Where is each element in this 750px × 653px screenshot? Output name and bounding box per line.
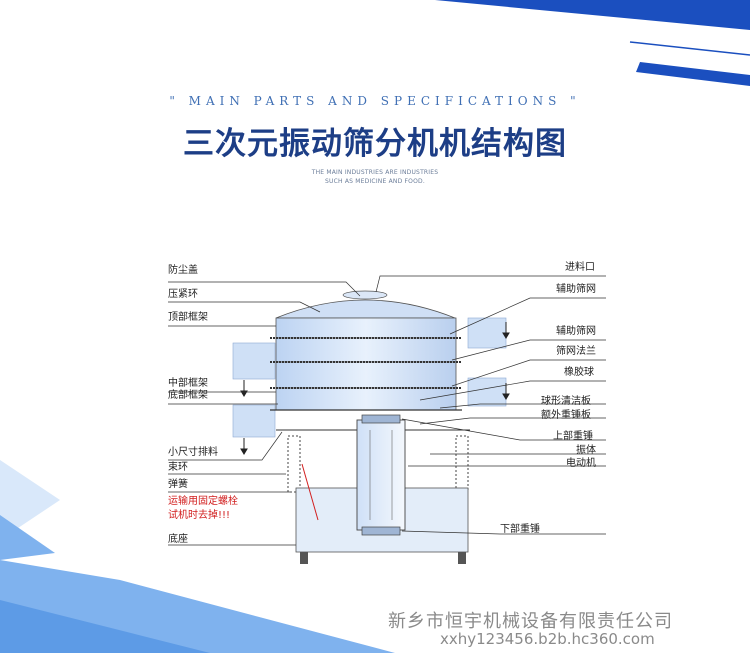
label-screen-flange: 筛网法兰 <box>556 346 596 357</box>
transport-bolt-line <box>301 463 319 521</box>
right-outlets <box>467 317 507 407</box>
inlet-neck <box>342 290 388 300</box>
label-small-outlet: 小尺寸排料 <box>168 447 218 458</box>
leader-small-outlet <box>168 431 283 461</box>
top-right-bar <box>636 62 750 86</box>
outlet-chute <box>467 317 507 349</box>
outlet-chute <box>232 342 276 380</box>
leader-dust-cover <box>168 281 361 297</box>
label-spring: 弹簧 <box>168 479 188 490</box>
label-ball-clean-plate: 球形清洁板 <box>541 396 591 407</box>
leader-screen-flange <box>451 359 606 387</box>
label-lower-weight: 下部重锤 <box>500 524 540 535</box>
leader-rubber-ball <box>419 380 606 401</box>
label-base: 底座 <box>168 534 188 545</box>
motor-body <box>356 419 406 531</box>
label-motor: 电动机 <box>566 458 596 469</box>
label-transport-bolt-2: 试机时去掉!!! <box>168 510 231 521</box>
spring-left <box>287 435 301 493</box>
bottom-left-pale-triangle <box>0 460 60 540</box>
dust-cover <box>275 299 456 319</box>
watermark-url: xxhy123456.b2b.hc360.com <box>440 630 655 648</box>
arrow-left-2-head <box>240 448 248 455</box>
lower-weight <box>361 526 401 536</box>
subtitle-line-1: THE MAIN INDUSTRIES ARE INDUSTRIES <box>311 169 439 176</box>
label-extra-weight-plate: 额外重锤板 <box>541 410 591 421</box>
leader-clamp-ring <box>168 301 321 313</box>
label-transport-bolt-1: 运输用固定螺栓 <box>168 496 238 507</box>
top-frame <box>275 317 457 339</box>
spring-right <box>455 435 469 493</box>
bottom-frame <box>275 387 457 411</box>
bottom-left-light-stripe <box>0 515 55 560</box>
top-right-thin-line <box>629 41 750 56</box>
leader-inlet <box>375 275 606 293</box>
label-vibrator: 振体 <box>576 445 596 456</box>
middle-frame <box>275 337 457 363</box>
label-bottom-frame: 底部框架 <box>168 390 208 401</box>
leader-upper-weight <box>401 418 606 441</box>
leader-extra-weight <box>419 417 606 425</box>
section-eyebrow: " MAIN PARTS AND SPECIFICATIONS " <box>169 94 581 108</box>
leader-aux-screen-1 <box>449 297 606 335</box>
leader-aux-screen-2 <box>451 339 606 361</box>
label-aux-screen-2: 辅助筛网 <box>556 326 596 337</box>
label-dust-cover: 防尘盖 <box>168 265 198 276</box>
page-title: 三次元振动筛分机机结构图 <box>183 126 567 162</box>
sieve-frames <box>270 290 462 411</box>
left-outlets <box>232 342 276 438</box>
bottom-left-dark-wedge <box>0 600 210 653</box>
middle-frame-2 <box>275 361 457 389</box>
label-rubber-ball: 橡胶球 <box>564 367 594 378</box>
label-inlet: 进料口 <box>565 262 595 273</box>
outlet-chute <box>232 404 276 438</box>
leader-lower-weight <box>401 530 606 535</box>
label-clamp-ring: 压紧环 <box>168 289 198 300</box>
leader-ball-clean-plate <box>439 403 606 409</box>
base-foot <box>300 552 308 564</box>
upper-weight <box>361 414 401 424</box>
motor-assembly <box>301 414 406 536</box>
subtitle-line-2: SUCH AS MEDICINE AND FOOD. <box>325 178 425 185</box>
label-upper-weight: 上部重锤 <box>553 431 593 442</box>
left-leader-lines <box>168 281 361 546</box>
label-middle-frame: 中部框架 <box>168 378 208 389</box>
arrow-right-1-head <box>502 332 510 339</box>
label-top-frame: 顶部框架 <box>168 312 208 323</box>
outlet-chute <box>467 377 507 407</box>
right-leader-lines <box>375 275 606 535</box>
arrow-right-2-head <box>502 393 510 400</box>
base-foot <box>458 552 466 564</box>
label-hoop: 束环 <box>168 462 188 473</box>
watermark-company: 新乡市恒宇机械设备有限责任公司 <box>388 611 673 632</box>
top-right-stripe <box>435 0 750 30</box>
label-aux-screen-1: 辅助筛网 <box>556 284 596 295</box>
